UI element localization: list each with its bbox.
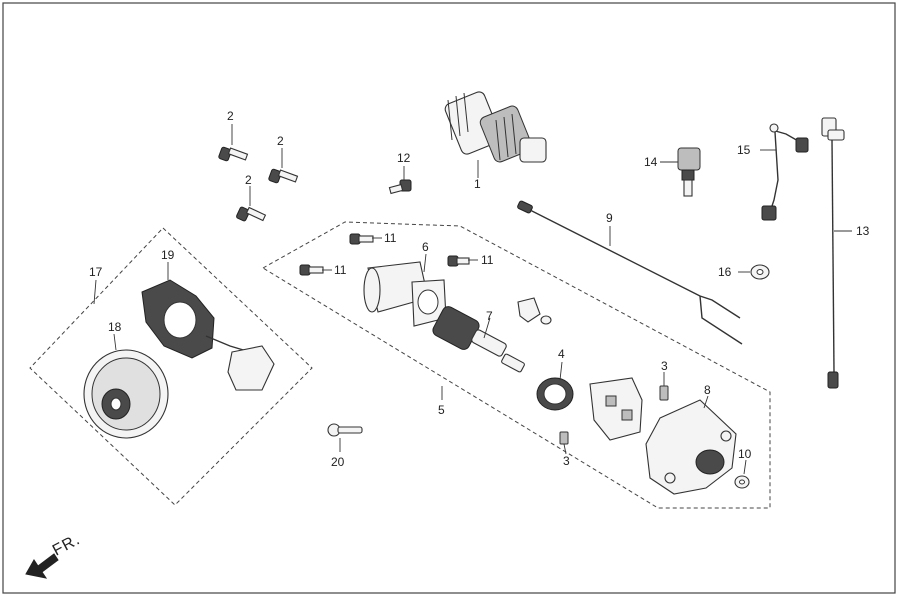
label-2c: 2 [245,173,252,187]
part-10-washer [734,459,750,489]
label-1: 1 [474,177,481,191]
part-19-stator [141,262,275,391]
label-3b: 3 [563,454,570,468]
label-10: 10 [738,447,752,461]
label-7: 7 [486,309,493,323]
label-5: 5 [438,403,445,417]
label-9: 9 [606,211,613,225]
part-3-spring-b [559,431,569,455]
part-7-armature [432,306,525,373]
part-8-end-cover [645,395,737,495]
part-6-motor-housing [363,253,447,327]
label-12: 12 [397,151,411,165]
group-box-17 [29,227,313,506]
label-2a: 2 [227,109,234,123]
part-3-spring-a [659,372,669,401]
label-16: 16 [718,265,732,279]
brush-holder [589,377,643,441]
part-11-bolt-c [447,255,478,267]
label-11a: 11 [384,231,397,245]
label-4: 4 [558,347,565,361]
label-17: 17 [89,265,103,279]
part-14-sensor [660,147,701,197]
label-2b: 2 [277,134,284,148]
part-2-bolt-c [236,186,267,222]
label-20: 20 [331,455,345,469]
part-15-wire-harness [760,123,809,221]
label-11c: 11 [481,253,494,267]
label-13: 13 [856,224,870,238]
part-4-oil-seal [536,361,574,411]
label-11b: 11 [334,263,347,277]
brush-clip [517,297,552,325]
part-2-bolt-b [268,148,299,184]
part-13-sensor-cable [821,117,852,389]
part-18-flywheel [83,333,169,439]
part-17-leader [93,279,97,305]
label-19: 19 [161,248,175,262]
direction-label: FR. [50,531,83,560]
part-9-cable [517,200,743,345]
part-11-bolt-b [299,264,332,276]
group-box-5 [262,221,771,509]
label-8: 8 [704,383,711,397]
label-6: 6 [422,240,429,254]
label-18: 18 [108,320,122,334]
part-12-bolt [388,166,412,195]
label-15: 15 [737,143,751,157]
label-3a: 3 [661,359,668,373]
arrow-down-left-icon [25,553,59,579]
part-16-washer [738,264,770,280]
part-11-bolt-a [349,233,382,245]
label-14: 14 [644,155,658,169]
part-1-starter-gear [444,91,547,178]
part-2-bolt-a [218,124,249,162]
part-20-screw [327,423,363,452]
